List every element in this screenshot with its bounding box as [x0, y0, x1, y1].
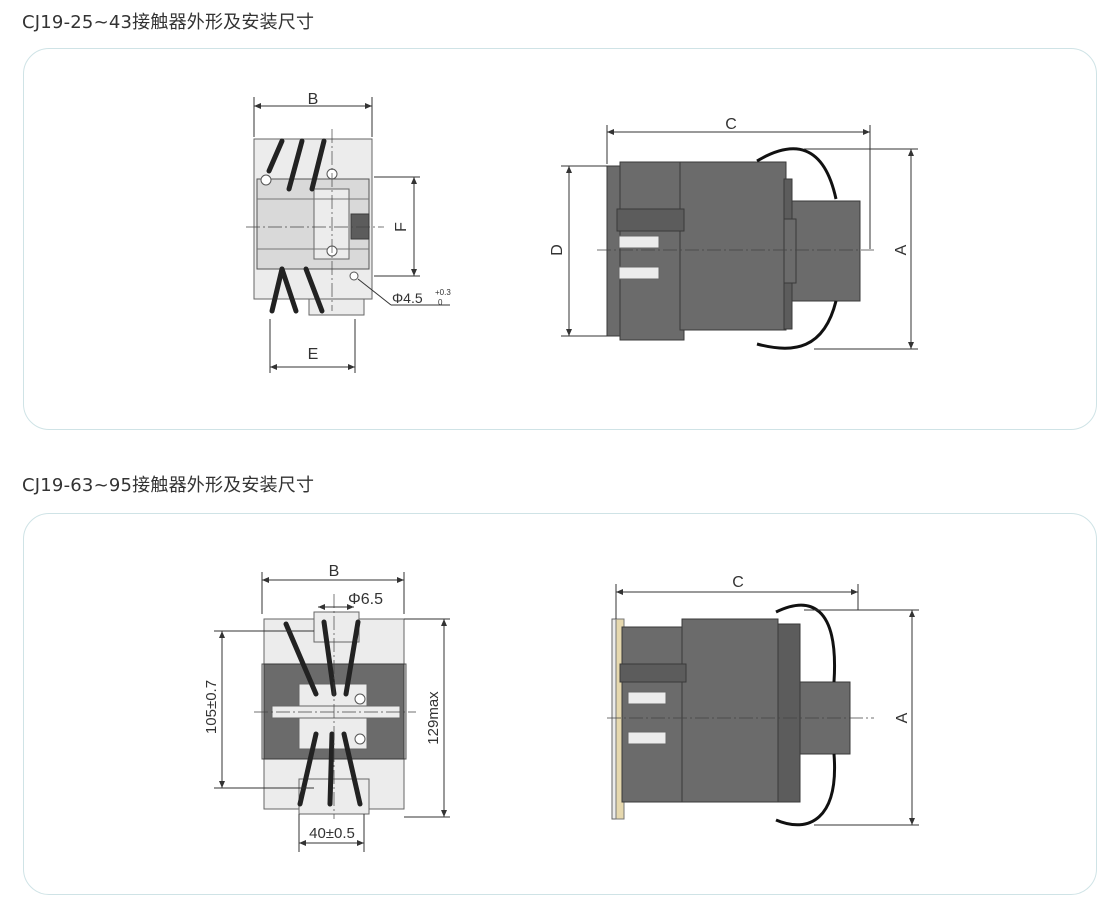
dim-label-a: A — [893, 244, 910, 255]
front-view: B Φ6.5 105±0.7 129max 40±0.5 — [203, 563, 450, 852]
contactor-drawing-large: B Φ6.5 105±0.7 129max 40±0.5 — [203, 563, 919, 852]
front-view: B E F Φ4.5 +0.3 0 — [246, 91, 451, 373]
hole-label: Φ4.5 — [392, 290, 423, 306]
dim-label-a: A — [894, 712, 911, 723]
hole-tolerance-lower: 0 — [438, 298, 443, 307]
diagram-panel: B Φ6.5 105±0.7 129max 40±0.5 — [23, 513, 1097, 895]
side-view: C D A — [549, 116, 918, 350]
hole-label: Φ6.5 — [348, 591, 383, 608]
section-title: CJ19-25~43接触器外形及安装尺寸 — [22, 12, 315, 33]
contactor-drawing-small: B E F Φ4.5 +0.3 0 — [246, 91, 918, 373]
side-view: C A — [607, 574, 919, 827]
dim-label-f: F — [393, 222, 410, 232]
dim-label-c: C — [725, 116, 737, 133]
diagram-panel: B E F Φ4.5 +0.3 0 — [23, 48, 1097, 430]
dim-label-b: B — [308, 91, 319, 108]
dim-label-height-max: 129max — [425, 691, 442, 745]
dim-label-d: D — [549, 244, 566, 256]
hole-tolerance-upper: +0.3 — [435, 288, 451, 297]
dim-label-width-mount: 40±0.5 — [309, 825, 355, 842]
dim-label-height-mount: 105±0.7 — [203, 680, 220, 734]
dim-label-e: E — [308, 346, 319, 363]
dim-label-b: B — [329, 563, 340, 580]
section-title: CJ19-63~95接触器外形及安装尺寸 — [22, 475, 315, 496]
dim-label-c: C — [732, 574, 744, 591]
